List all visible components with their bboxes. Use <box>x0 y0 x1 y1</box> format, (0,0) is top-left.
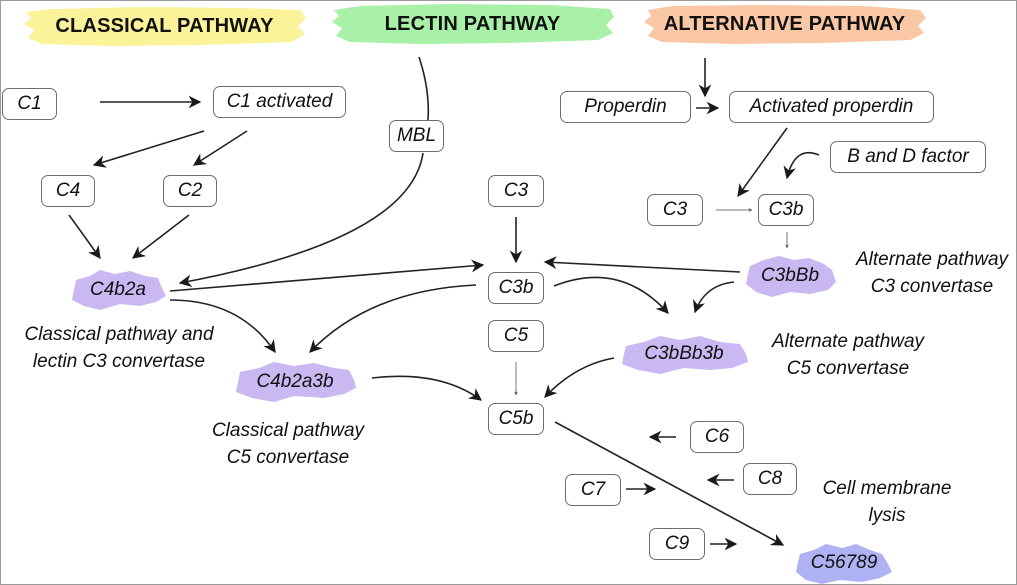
node-c3b-center: C3b <box>488 272 544 304</box>
classical-pathway-banner: CLASSICAL PATHWAY <box>22 4 307 48</box>
brush-stroke-yellow <box>24 7 306 46</box>
blob-shape <box>72 270 166 310</box>
node-c4: C4 <box>41 175 95 207</box>
complex-c3bbb3b: C3bBb3b <box>620 332 748 376</box>
node-c8: C8 <box>743 463 797 495</box>
annotation-classical-lectin-c3-convertase: Classical pathway and lectin C3 converta… <box>24 324 214 372</box>
complex-c4b2a: C4b2a <box>70 268 166 312</box>
alternative-pathway-banner: ALTERNATIVE PATHWAY <box>642 2 927 46</box>
node-c3-center: C3 <box>488 175 544 207</box>
node-c3-alt: C3 <box>647 194 703 226</box>
node-properdin: Properdin <box>560 91 691 123</box>
brush-fill <box>644 5 926 44</box>
brush-stroke-orange <box>644 5 926 44</box>
annotation-alternate-c3-convertase: Alternate pathway C3 convertase <box>855 249 1009 297</box>
node-c1-activated: C1 activated <box>213 86 346 118</box>
node-c7: C7 <box>565 474 621 506</box>
annotation-classical-c5-convertase: Classical pathway C5 convertase <box>211 420 365 468</box>
node-activated-properdin: Activated properdin <box>729 91 934 123</box>
lectin-pathway-banner: LECTIN PATHWAY <box>330 2 615 46</box>
node-b-and-d-factor: B and D factor <box>830 141 986 173</box>
brush-fill <box>24 7 306 46</box>
brush-stroke-green <box>332 4 614 44</box>
alternative-pathway-title: ALTERNATIVE PATHWAY <box>663 12 906 35</box>
complex-c56789: C56789 <box>796 542 892 584</box>
annotation-cell-membrane-lysis: Cell membrane lysis <box>822 478 952 526</box>
blob-shape <box>746 256 836 297</box>
node-c5b: C5b <box>488 403 544 435</box>
blob-shape <box>236 362 356 402</box>
annotation-alternate-c5-convertase: Alternate pathway C5 convertase <box>771 331 925 379</box>
classical-pathway-title: CLASSICAL PATHWAY <box>55 14 274 37</box>
node-c9: C9 <box>649 528 705 560</box>
node-mbl: MBL <box>389 120 444 152</box>
complex-c3bbb: C3bBb <box>744 254 836 298</box>
node-c2: C2 <box>163 175 217 207</box>
node-c6: C6 <box>690 421 744 453</box>
blob-shape <box>796 544 892 584</box>
brush-fill <box>332 4 614 44</box>
complex-c4b2a3b: C4b2a3b <box>234 360 356 404</box>
node-c5: C5 <box>488 320 544 352</box>
blob-shape <box>622 336 748 374</box>
lectin-pathway-title: LECTIN PATHWAY <box>384 12 561 35</box>
node-c1: C1 <box>2 88 57 120</box>
node-c3b-alt: C3b <box>758 194 814 226</box>
